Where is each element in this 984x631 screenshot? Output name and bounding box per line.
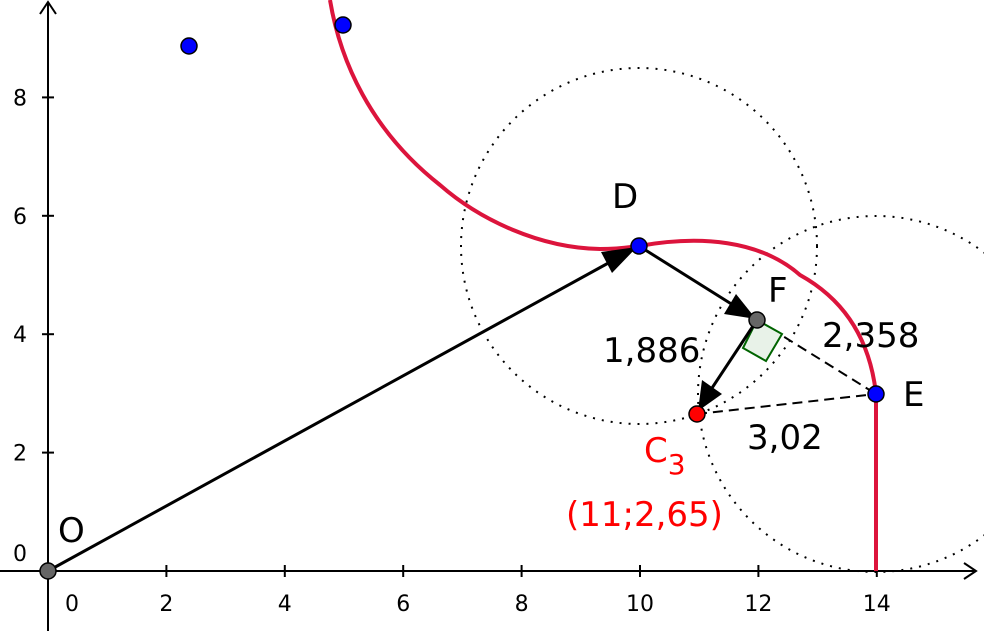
label-c3: C3 <box>644 431 686 481</box>
label-c3-coords: (11;2,65) <box>566 495 723 535</box>
x-tick-label: 14 <box>863 592 891 617</box>
x-tick-label: 8 <box>515 592 529 617</box>
segment-c3e <box>696 393 877 415</box>
measurement-labels: 1,886 2,358 3,02 <box>603 316 919 458</box>
y-tick-label: 0 <box>13 542 27 567</box>
x-ticks: 0 2 4 6 8 10 12 14 <box>65 565 891 617</box>
label-d: D <box>612 177 638 217</box>
vector-od-arrowhead-icon <box>601 247 637 273</box>
point-p2 <box>334 16 352 34</box>
y-ticks: 0 2 4 6 8 <box>13 86 54 567</box>
measure-ce: 3,02 <box>747 418 823 458</box>
x-tick-label: 10 <box>626 592 654 617</box>
point-p1 <box>180 37 198 55</box>
points <box>39 16 885 580</box>
y-tick-label: 8 <box>13 86 27 111</box>
x-tick-label: 12 <box>744 592 772 617</box>
label-c3-main: C <box>644 431 668 471</box>
point-d <box>630 237 648 255</box>
measure-fe: 2,358 <box>822 316 919 356</box>
point-labels: O D F E C3 (11;2,65) <box>58 177 924 551</box>
vector-fc3-arrowhead-icon <box>698 380 722 411</box>
label-f: F <box>768 271 788 311</box>
y-tick-label: 6 <box>13 205 27 230</box>
point-e <box>867 385 885 403</box>
label-c3-subscript: 3 <box>668 448 686 481</box>
y-axis-arrow-icon <box>39 0 57 15</box>
x-axis-arrow-icon <box>963 562 978 580</box>
point-o <box>39 562 57 580</box>
vectors <box>47 244 759 573</box>
x-tick-label: 4 <box>278 592 292 617</box>
circle-center-d <box>460 67 818 425</box>
point-f <box>748 311 766 329</box>
y-tick-label: 4 <box>13 323 27 348</box>
x-tick-label: 2 <box>159 592 173 617</box>
x-tick-label: 0 <box>65 592 79 617</box>
curve-path <box>328 0 878 571</box>
vector-df <box>638 244 734 307</box>
vector-fc3 <box>710 319 759 389</box>
right-angle-marker <box>741 318 784 363</box>
label-e: E <box>903 375 924 415</box>
construction-circles <box>460 67 984 573</box>
vector-od <box>47 259 613 573</box>
label-o: O <box>58 511 85 551</box>
circle-center-e <box>697 215 984 573</box>
y-tick-label: 2 <box>13 442 27 467</box>
measure-cf: 1,886 <box>603 331 700 371</box>
red-curve <box>328 0 878 571</box>
vector-df-arrowhead-icon <box>724 294 756 319</box>
x-tick-label: 6 <box>396 592 410 617</box>
point-c3 <box>688 405 706 423</box>
